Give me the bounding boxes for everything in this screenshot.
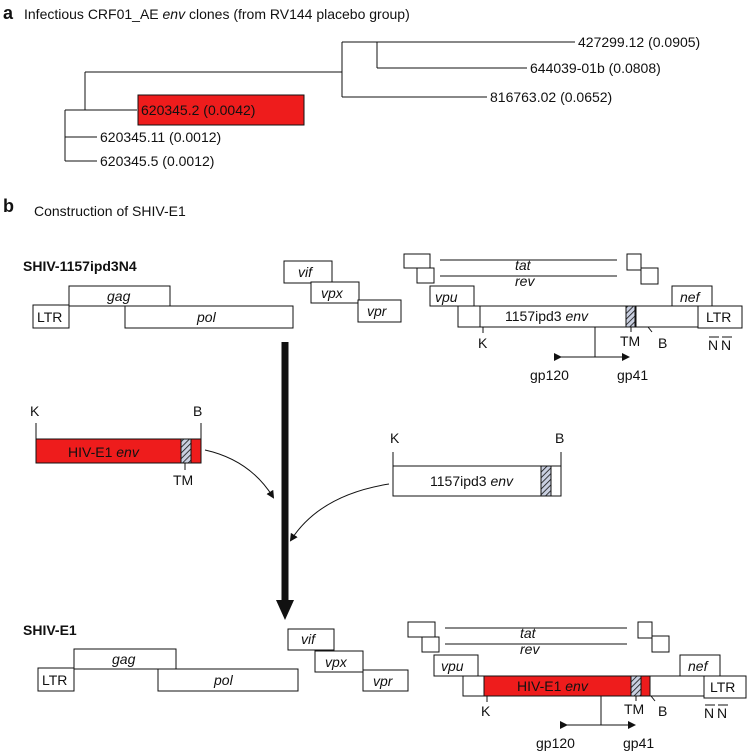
pol-label: pol <box>196 309 217 325</box>
ltr-5-box-2 <box>37 667 75 692</box>
panel-b-title: Construction of SHIV-E1 <box>34 203 186 219</box>
vpu-label-2: vpu <box>441 658 464 674</box>
hiv-e1-env-genome-label: HIV-E1 env <box>517 678 589 694</box>
site-k-2: K <box>481 703 491 719</box>
site-k-1: K <box>478 335 488 351</box>
site-b-2: B <box>658 703 667 719</box>
rev-label-1: rev <box>515 273 535 289</box>
panel-a-letter: a <box>3 3 14 23</box>
tm-label-2: TM <box>624 701 644 717</box>
pol-box-2 <box>157 668 299 692</box>
gp120-label-2: gp120 <box>536 735 575 751</box>
gp41-label-2: gp41 <box>623 735 654 751</box>
tm-label-insert: TM <box>173 472 193 488</box>
vpr-box <box>357 299 402 323</box>
site-b-insert: B <box>193 403 202 419</box>
vif-box <box>283 260 333 284</box>
panel-a-title: Infectious CRF01_AE env clones (from RV1… <box>24 6 410 22</box>
genome-1157ipd3n4: LTR gag pol vif vpx vpr tat rev vpu 1157… <box>32 253 743 383</box>
gp120-label-1: gp120 <box>530 367 569 383</box>
gag-box-2 <box>73 648 177 670</box>
site-b-1: B <box>658 335 667 351</box>
vpu-box-2 <box>433 654 479 677</box>
vpu-label-1: vpu <box>435 289 458 305</box>
site-k-insert: K <box>30 403 40 419</box>
vpu-box-1 <box>429 285 475 307</box>
construction-arrow <box>276 342 294 620</box>
vif-label-2: vif <box>301 631 317 647</box>
rev-label-2: rev <box>520 641 540 657</box>
vpx-label-2: vpx <box>325 654 348 670</box>
env-1157-fragment-box <box>392 465 562 497</box>
site-n-1b: N <box>721 337 731 353</box>
gag-box <box>68 285 171 307</box>
leaf-620345-11: 620345.11 (0.0012) <box>100 129 221 145</box>
nef-label-1: nef <box>680 289 702 305</box>
nef-box-1 <box>671 285 713 307</box>
gag-label-2: gag <box>112 651 136 667</box>
hiv-e1-env-label: HIV-E1 env <box>68 444 140 460</box>
site-k-fragment: K <box>390 430 400 446</box>
site-n-2b: N <box>717 705 727 721</box>
vpr-label: vpr <box>367 303 388 319</box>
site-n-2a: N <box>704 705 714 721</box>
ltr-3-box-1 <box>697 305 743 329</box>
panel-b-letter: b <box>3 196 14 216</box>
leaf-620345-2: 620345.2 (0.0042) <box>141 102 255 118</box>
gag-label: gag <box>107 288 131 304</box>
env-1157-fragment-label: 1157ipd3 env <box>430 473 514 489</box>
vpr-label-2: vpr <box>373 673 394 689</box>
env-1157-label: 1157ipd3 env <box>505 308 589 324</box>
hiv-e1-env-box <box>35 438 202 464</box>
ltr-5-box <box>32 304 70 329</box>
highlight-box <box>137 94 305 126</box>
phylogenetic-tree <box>64 41 575 162</box>
genome-shiv-e1: LTR gag pol vif vpx vpr tat rev vpu HIV-… <box>37 621 747 751</box>
nef-box-2 <box>679 654 721 677</box>
pol-box <box>124 305 294 329</box>
vpx-box-2 <box>314 650 364 673</box>
gp41-label-1: gp41 <box>617 367 648 383</box>
ltr-5-label: LTR <box>37 309 62 325</box>
leaf-816763-02: 816763.02 (0.0652) <box>490 89 612 105</box>
construct-shiv-1157ipd3n4: SHIV-1157ipd3N4 <box>23 258 137 274</box>
ltr-3-box-2 <box>703 675 747 699</box>
site-b-fragment: B <box>555 430 564 446</box>
vpr-box-2 <box>362 669 409 692</box>
vpx-box <box>310 281 360 304</box>
nef-label-2: nef <box>688 658 710 674</box>
leaf-620345-5: 620345.5 (0.0012) <box>100 153 214 169</box>
construct-shiv-e1: SHIV-E1 <box>23 622 77 638</box>
leaf-427299-12: 427299.12 (0.0905) <box>578 34 700 50</box>
tat-label-1: tat <box>515 257 532 273</box>
ltr-3-label-2: LTR <box>710 679 735 695</box>
tm-label-1: TM <box>620 333 640 349</box>
ltr-5-label-2: LTR <box>42 672 67 688</box>
vif-label: vif <box>298 264 314 280</box>
site-n-1a: N <box>708 337 718 353</box>
pol-label-2: pol <box>213 672 234 688</box>
leaf-644039-01b: 644039-01b (0.0808) <box>530 60 661 76</box>
hiv-e1-env-in-genome <box>483 675 651 697</box>
vif-box-2 <box>287 628 335 651</box>
env-1157-fragment: K B 1157ipd3 env <box>289 430 564 542</box>
vpx-label: vpx <box>321 285 344 301</box>
ltr-3-label-1: LTR <box>706 309 731 325</box>
tat-label-2: tat <box>520 625 537 641</box>
hiv-e1-env-insert: K B HIV-E1 env TM <box>30 403 275 499</box>
